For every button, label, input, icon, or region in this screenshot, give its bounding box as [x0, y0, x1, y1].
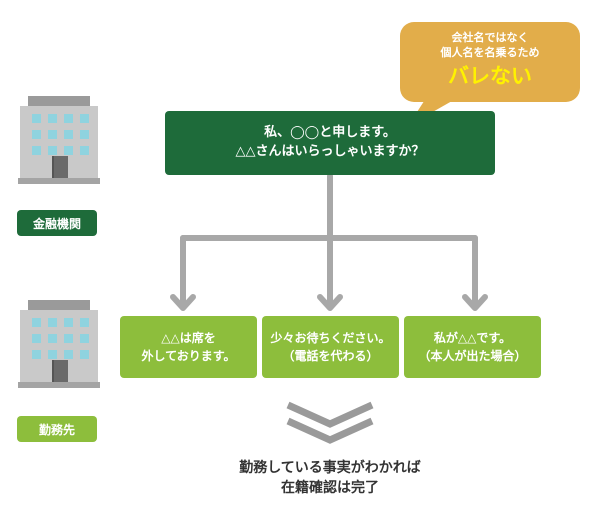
call-line-1: 私、◯◯と申します。 [264, 125, 396, 141]
response-1-line-2: 外しております。 [141, 349, 236, 363]
conclusion-line-2: 在籍確認は完了 [281, 480, 379, 497]
response-box-self: 私が△△です。 （本人が出た場合） [404, 316, 541, 378]
conclusion-line-1: 勤務している事実がわかれば [239, 460, 421, 476]
call-script-box: 私、◯◯と申します。 △△さんはいらっしゃいますか？ [165, 111, 495, 175]
bubble-line-1: 会社名ではなく [451, 31, 529, 44]
bubble-line-2: 個人名を名乗るため [440, 45, 540, 59]
speech-bubble: 会社名ではなく 個人名を名乗るため バレない [400, 22, 580, 102]
response-box-away: △△は席を 外しております。 [120, 316, 257, 378]
workplace-label: 勤務先 [17, 416, 97, 442]
response-2-line-1: 少々お待ちください。 [270, 331, 391, 345]
conclusion-text: 勤務している事実がわかれば 在籍確認は完了 [140, 458, 520, 499]
response-box-transfer: 少々お待ちください。 （電話を代わる） [262, 316, 399, 378]
response-2-line-2: （電話を代わる） [282, 349, 379, 363]
response-1-line-1: △△は席を [161, 331, 216, 345]
response-3-line-1: 私が△△です。 [433, 331, 512, 345]
call-line-2: △△さんはいらっしゃいますか？ [235, 144, 425, 159]
bubble-emphasis: バレない [448, 63, 532, 88]
response-3-line-2: （本人が出た場合） [418, 349, 527, 363]
bank-label: 金融機関 [17, 210, 97, 236]
